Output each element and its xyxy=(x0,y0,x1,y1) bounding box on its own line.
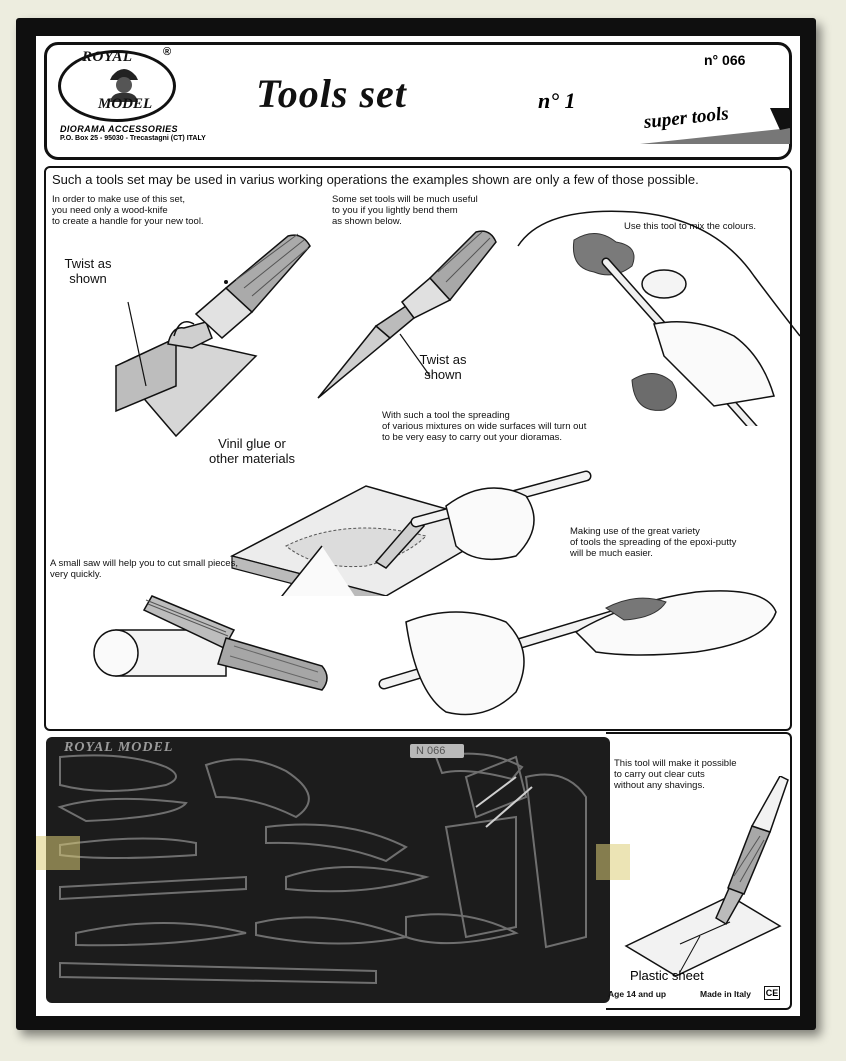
super-tools-badge-bg xyxy=(640,108,790,144)
clear-cuts-illustration xyxy=(624,776,789,976)
tape-left xyxy=(36,836,80,870)
made-in: Made in Italy xyxy=(700,989,752,999)
intro-text: Such a tools set may be used in varius w… xyxy=(52,172,699,187)
registered-mark: ® xyxy=(163,46,172,58)
caption-mix-colours: Use this tool to mix the colours. xyxy=(624,221,756,232)
label-twist-left: Twist as shown xyxy=(64,256,112,286)
page-title: Tools set xyxy=(256,71,407,116)
caption-bend: Some set tools will be much useful to yo… xyxy=(332,194,478,227)
caption-saw: A small saw will help you to cut small p… xyxy=(50,558,238,580)
fret-label: N 066 xyxy=(416,745,446,757)
saw-illustration xyxy=(93,595,328,691)
caption-putty: Making use of the great variety of tools… xyxy=(570,526,737,559)
title-number: n° 1 xyxy=(538,88,576,113)
label-twist-right: Twist as shown xyxy=(419,352,467,382)
caption-wood-knife: In order to make use of this set, you ne… xyxy=(52,194,204,227)
caption-clear-cuts: This tool will make it possible to carry… xyxy=(614,758,737,791)
logo-brand-top: ROYAL xyxy=(82,49,133,65)
logo-tagline: DIORAMA ACCESSORIES xyxy=(60,124,178,134)
soldier-logo-icon xyxy=(110,69,138,102)
side-panel-box xyxy=(606,732,792,1010)
putty-illustration xyxy=(378,590,777,716)
wood-knife-illustration xyxy=(114,233,311,438)
fret-label-plate xyxy=(410,744,464,758)
company-address: P.O. Box 25 - 95030 - Trecastagni (CT) I… xyxy=(60,135,206,142)
product-code: n° 066 xyxy=(704,52,746,68)
header-box xyxy=(44,42,792,160)
label-plastic-sheet: Plastic sheet xyxy=(630,968,704,983)
age-rating: Age 14 and up xyxy=(608,989,667,999)
logo-oval xyxy=(58,50,176,122)
label-vinil-glue: Vinil glue or other materials xyxy=(209,436,295,466)
caption-spreading: With such a tool the spreading of variou… xyxy=(382,410,587,443)
instruction-sheet: ROYAL ® MODEL DIORAMA ACCESSORIES P.O. B… xyxy=(36,36,800,1016)
tape-right xyxy=(596,844,630,880)
fret-tools-outline xyxy=(57,752,587,985)
mix-colours-illustration xyxy=(517,210,800,426)
ce-mark: CE xyxy=(764,986,780,1000)
spreading-illustration xyxy=(229,470,592,596)
main-illustration-box xyxy=(44,166,792,731)
bent-tool-illustration xyxy=(317,230,497,399)
logo-brand-bottom: MODEL xyxy=(98,96,153,112)
fret-brand: ROYAL MODEL xyxy=(64,740,174,755)
